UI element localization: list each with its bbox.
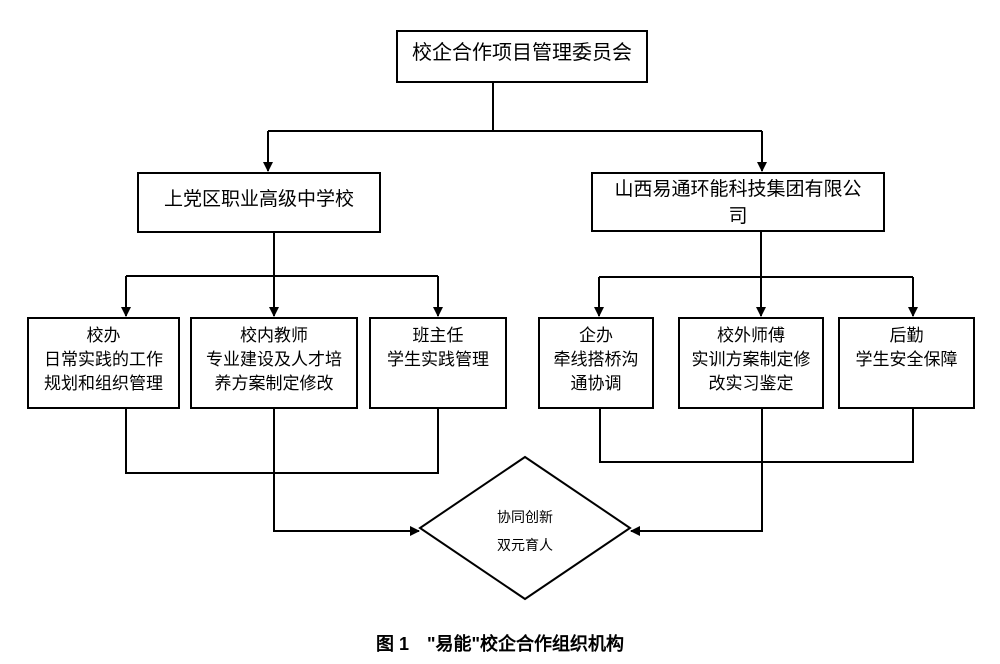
company-box: 山西易通环能科技集团有限公 司 xyxy=(591,172,885,232)
leaf-title: 班主任 xyxy=(412,326,464,346)
school-to-goal-arrow xyxy=(273,409,420,536)
school-box: 上党区职业高级中学校 xyxy=(137,172,381,233)
qiban-box: 企办 牵线搭桥沟 通协调 xyxy=(538,317,654,409)
company-label-line-1: 山西易通环能科技集团有限公 xyxy=(614,178,862,200)
school-merge-line xyxy=(125,409,439,474)
xiaoban-box: 校办 日常实践的工作 规划和组织管理 xyxy=(27,317,180,409)
leaf-desc-line: 专业建设及人才培 xyxy=(206,350,342,370)
leaf-desc-line: 学生实践管理 xyxy=(387,350,489,370)
head-teacher-box: 班主任 学生实践管理 xyxy=(369,317,507,409)
external-mentors-box: 校外师傅 实训方案制定修 改实习鉴定 xyxy=(678,317,824,409)
leaf-desc-line: 改实习鉴定 xyxy=(708,374,794,394)
figure-caption: 图 1 "易能"校企合作组织机构 xyxy=(0,630,1000,656)
goal-line-2: 双元育人 xyxy=(497,538,553,554)
school-label: 上党区职业高级中学校 xyxy=(163,188,354,210)
figure-title: "易能"校企合作组织机构 xyxy=(426,634,625,654)
company-to-goal-arrow xyxy=(630,409,763,536)
leaf-title: 校内教师 xyxy=(240,326,308,346)
goal-text: 协同创新 双元育人 xyxy=(460,504,590,560)
leaf-title: 校外师傅 xyxy=(717,326,785,346)
leaf-title: 企办 xyxy=(579,326,613,346)
company-label-line-2: 司 xyxy=(728,205,748,227)
leaf-title: 校办 xyxy=(86,326,121,346)
leaf-desc-line: 通协调 xyxy=(570,374,622,394)
leaf-desc-line: 日常实践的工作 xyxy=(44,350,163,370)
leaf-desc-line: 养方案制定修改 xyxy=(214,374,334,394)
figure-number: 图 1 xyxy=(375,634,409,654)
leaf-desc-line: 规划和组织管理 xyxy=(44,374,163,394)
goal-line-1: 协同创新 xyxy=(497,510,553,526)
goal-diamond xyxy=(418,455,632,601)
leaf-desc-line: 学生安全保障 xyxy=(855,350,958,370)
committee-label: 校企合作项目管理委员会 xyxy=(412,40,632,64)
leaf-desc-line: 实训方案制定修 xyxy=(691,350,811,370)
leaf-desc-line: 牵线搭桥沟 xyxy=(553,350,639,370)
logistics-box: 后勤 学生安全保障 xyxy=(838,317,975,409)
leaf-title: 后勤 xyxy=(889,326,924,346)
company-merge-line xyxy=(599,409,914,463)
school-teachers-box: 校内教师 专业建设及人才培 养方案制定修改 xyxy=(190,317,358,409)
committee-box: 校企合作项目管理委员会 xyxy=(396,30,648,83)
